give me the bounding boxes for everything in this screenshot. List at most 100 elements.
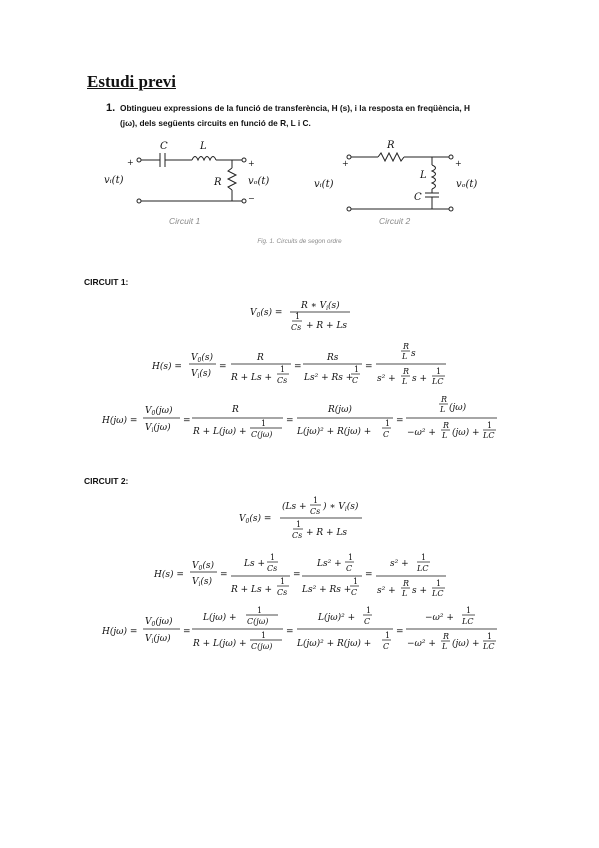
svg-text:R + Ls +: R + Ls + (230, 585, 272, 595)
section-heading: Estudi previ (87, 72, 176, 91)
svg-text:R: R (231, 405, 239, 415)
svg-text:1: 1 (487, 421, 492, 430)
svg-text:R + L(jω) +: R + L(jω) + (192, 638, 247, 649)
svg-text:H(jω) =: H(jω) = (101, 626, 137, 637)
svg-text:Rs: Rs (326, 353, 339, 363)
svg-text:1: 1 (280, 365, 285, 374)
svg-text:V0(s): V0(s) (192, 560, 214, 572)
svg-text:+: + (248, 159, 255, 168)
svg-text:−ω² +: −ω² + (425, 613, 454, 623)
svg-text:V0(s) =: V0(s) = (239, 513, 271, 525)
svg-text:C(jω): C(jω) (251, 642, 272, 651)
question-text: Obtingueu expressions de la funció de tr… (120, 103, 470, 128)
c2-hjw-equation: H(jω) = V0(jω) Vi(jω) = L(jω) + 1 C(jω) … (101, 606, 497, 651)
svg-text:1: 1 (466, 606, 471, 615)
svg-text:s² +: s² + (390, 559, 409, 569)
svg-text:(Ls +: (Ls + (282, 501, 307, 512)
section-circuit2-title: CIRCUIT 2: (84, 476, 129, 486)
svg-text:=: = (286, 627, 294, 637)
svg-text:s +: s + (412, 586, 427, 596)
svg-text:R + L(jω) +: R + L(jω) + (192, 426, 247, 437)
svg-text:1: 1 (421, 553, 426, 562)
question-number: 1. (106, 102, 116, 114)
circuit1-label: Circuit 1 (169, 216, 200, 226)
label-c2-vi: vᵢ(t) (314, 179, 334, 190)
svg-text:V0(jω): V0(jω) (145, 616, 173, 628)
label-c1-resistor: R (213, 177, 222, 188)
svg-text:=: = (293, 570, 301, 580)
svg-text:Ls² + Rs +: Ls² + Rs + (303, 373, 353, 383)
svg-text:C: C (383, 430, 389, 439)
label-c1-vo: vₒ(t) (248, 176, 269, 187)
svg-text:1: 1 (436, 367, 441, 376)
svg-text:+: + (455, 159, 462, 168)
section-circuit1-title: CIRCUIT 1: (84, 277, 129, 287)
svg-text:=: = (294, 362, 302, 372)
svg-text:C: C (364, 617, 370, 626)
svg-text:R ∗ Vi(s): R ∗ Vi(s) (300, 300, 340, 312)
svg-text:Cs: Cs (292, 531, 302, 540)
svg-text:1: 1 (261, 631, 266, 640)
svg-text:LC: LC (431, 589, 443, 598)
svg-text:H(s) =: H(s) = (151, 361, 182, 372)
svg-text:1: 1 (270, 553, 275, 562)
svg-text:s² +: s² + (377, 586, 396, 596)
svg-text:Cs: Cs (310, 507, 320, 516)
svg-text:LC: LC (482, 642, 494, 651)
svg-text:1: 1 (313, 496, 318, 505)
c1-v0-equation: V0(s) = R ∗ Vi(s) 1 Cs + R + Ls (250, 300, 350, 332)
label-c2-vo: vₒ(t) (456, 179, 477, 190)
label-c2-inductor: L (419, 170, 427, 181)
label-c1-inductor: L (199, 141, 207, 152)
svg-text:H(s) =: H(s) = (153, 569, 184, 580)
svg-text:C: C (352, 376, 358, 385)
circuit2-label: Circuit 2 (379, 216, 410, 226)
svg-text:Ls +: Ls + (243, 559, 265, 569)
svg-text:s² +: s² + (377, 374, 396, 384)
svg-text:L(jω)² +: L(jω)² + (317, 612, 355, 623)
svg-text:R(jω): R(jω) (327, 404, 352, 415)
svg-text:L: L (401, 589, 407, 598)
svg-text:1: 1 (348, 553, 353, 562)
svg-text:Cs: Cs (267, 564, 277, 573)
svg-text:) ∗ Vi(s): ) ∗ Vi(s) (322, 501, 359, 513)
svg-text:C(jω): C(jω) (251, 430, 272, 439)
svg-text:1: 1 (257, 606, 262, 615)
svg-text:+: + (127, 158, 134, 167)
svg-text:C: C (346, 564, 352, 573)
svg-text:Vi(jω): Vi(jω) (145, 422, 171, 434)
svg-text:R + Ls +: R + Ls + (230, 373, 272, 383)
svg-text:V0(s): V0(s) (191, 352, 213, 364)
svg-text:R: R (440, 395, 447, 404)
svg-text:+ R + Ls: + R + Ls (306, 528, 347, 538)
svg-text:1: 1 (261, 419, 266, 428)
svg-text:=: = (219, 362, 227, 372)
svg-text:1: 1 (385, 631, 390, 640)
svg-text:LC: LC (416, 564, 428, 573)
svg-text:LC: LC (461, 617, 473, 626)
svg-text:L: L (401, 352, 407, 361)
svg-text:1: 1 (280, 577, 285, 586)
svg-text:L(jω)² + R(jω) +: L(jω)² + R(jω) + (296, 426, 371, 437)
svg-text:1: 1 (436, 579, 441, 588)
svg-text:LC: LC (431, 377, 443, 386)
svg-text:R: R (442, 421, 449, 430)
svg-text:s: s (411, 349, 416, 359)
svg-text:(jω): (jω) (449, 402, 467, 413)
svg-text:C: C (383, 642, 389, 651)
svg-text:=: = (183, 627, 191, 637)
svg-text:H(jω) =: H(jω) = (101, 415, 137, 426)
svg-text:L(jω) +: L(jω) + (202, 612, 237, 623)
svg-text:Cs: Cs (277, 588, 287, 597)
svg-text:Ls² +: Ls² + (316, 559, 342, 569)
svg-text:1: 1 (296, 520, 301, 529)
label-c2-capacitor: C (414, 192, 422, 203)
svg-text:+: + (342, 159, 349, 168)
svg-text:(jω) +: (jω) + (452, 638, 480, 649)
label-c1-vi: vᵢ(t) (104, 175, 124, 186)
svg-text:L: L (401, 377, 407, 386)
svg-text:s +: s + (412, 374, 427, 384)
svg-text:1: 1 (295, 312, 300, 321)
svg-text:=: = (365, 570, 373, 580)
